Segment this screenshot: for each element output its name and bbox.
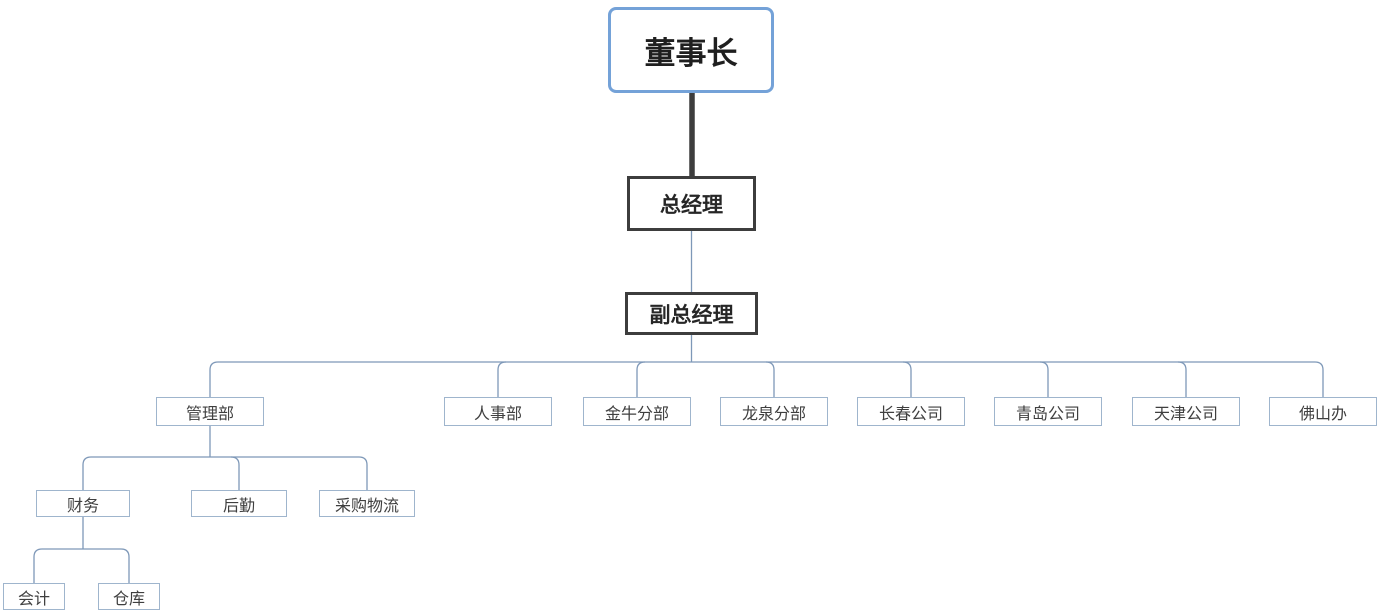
org-node-label: 天津公司 — [1153, 403, 1218, 423]
org-node-label: 管理部 — [185, 403, 234, 423]
org-node-accounting[interactable]: 会计 — [3, 583, 65, 610]
org-node-label: 董事长 — [644, 35, 738, 72]
connector-drop-jinniu — [636, 361, 646, 397]
org-node-procurement-logistics[interactable]: 采购物流 — [319, 490, 415, 517]
org-node-finance[interactable]: 财务 — [36, 490, 130, 517]
org-node-qingdao-company[interactable]: 青岛公司 — [994, 397, 1102, 426]
connector-drop-longquan — [765, 361, 775, 397]
org-node-general-manager[interactable]: 总经理 — [627, 176, 756, 231]
org-node-label: 财务 — [66, 495, 99, 515]
org-node-label: 金牛分部 — [604, 403, 669, 423]
org-node-warehouse[interactable]: 仓库 — [98, 583, 160, 610]
org-node-label: 采购物流 — [334, 495, 399, 515]
connector-drop-logistics — [230, 456, 240, 490]
org-node-jinniu-branch[interactable]: 金牛分部 — [583, 397, 691, 426]
connector-drop-hr — [497, 361, 507, 397]
org-node-label: 长春公司 — [878, 403, 943, 423]
org-node-deputy-general-manager[interactable]: 副总经理 — [625, 292, 758, 335]
org-node-hr-dept[interactable]: 人事部 — [444, 397, 552, 426]
org-node-label: 仓库 — [112, 588, 145, 608]
connector-drop-qingdao — [1039, 361, 1049, 397]
org-node-label: 佛山办 — [1298, 403, 1347, 423]
org-node-label: 人事部 — [473, 403, 522, 423]
org-node-label: 总经理 — [660, 192, 723, 217]
org-node-label: 会计 — [17, 588, 50, 608]
org-node-label: 后勤 — [222, 495, 255, 515]
org-node-label: 副总经理 — [649, 302, 734, 327]
connector-drop-tianjin — [1177, 361, 1187, 397]
connector-mgmt-rail — [82, 456, 368, 490]
connector-finance-rail — [33, 548, 130, 583]
org-node-tianjin-company[interactable]: 天津公司 — [1132, 397, 1240, 426]
org-node-label: 青岛公司 — [1015, 403, 1080, 423]
org-node-chairman[interactable]: 董事长 — [608, 7, 774, 93]
org-node-changchun-company[interactable]: 长春公司 — [857, 397, 965, 426]
org-node-longquan-branch[interactable]: 龙泉分部 — [720, 397, 828, 426]
org-node-foshan-office[interactable]: 佛山办 — [1269, 397, 1377, 426]
org-node-logistics[interactable]: 后勤 — [191, 490, 287, 517]
org-node-management-dept[interactable]: 管理部 — [156, 397, 264, 426]
connector-main-rail — [209, 361, 1324, 397]
connector-drop-changchun — [902, 361, 912, 397]
org-node-label: 龙泉分部 — [741, 403, 806, 423]
